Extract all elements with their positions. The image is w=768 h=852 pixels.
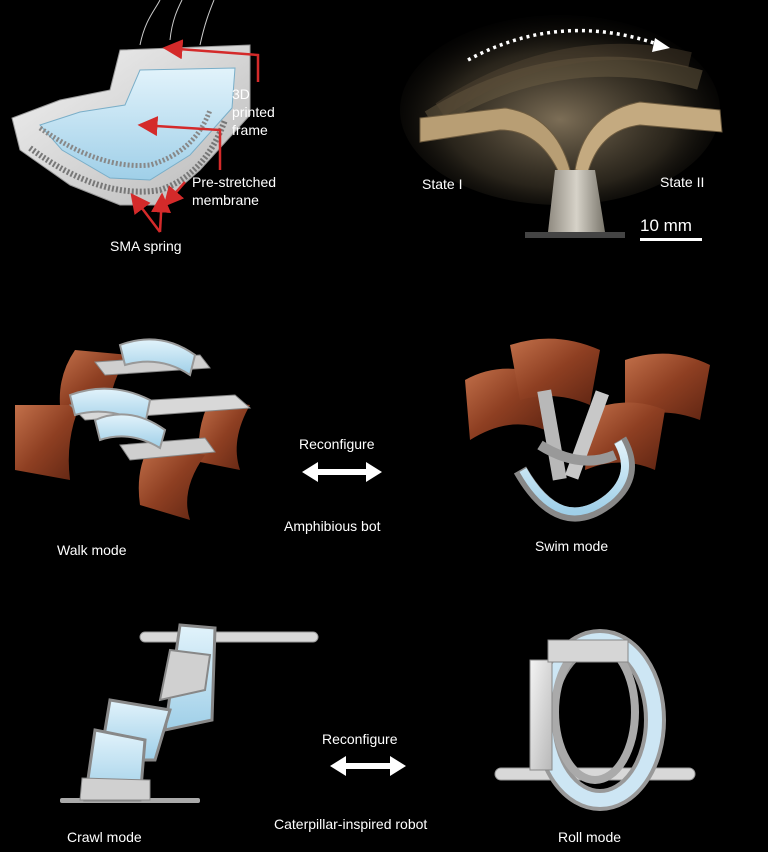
label-caterpillar-robot: Caterpillar-inspired robot	[274, 816, 428, 832]
label-frame-line2: printed	[232, 104, 275, 120]
scale-bar-label: 10 mm	[640, 216, 692, 235]
label-reconfigure-caterpillar: Reconfigure	[322, 731, 398, 747]
reconfigure-arrow-amphibious	[302, 462, 382, 482]
walk-mode-robot	[15, 338, 252, 520]
label-state-2: State II	[660, 174, 705, 190]
label-amphibious-bot: Amphibious bot	[284, 518, 381, 534]
label-frame-line1: 3D	[232, 86, 250, 102]
reconfigure-arrow-caterpillar	[330, 756, 406, 776]
roll-mode-robot	[494, 629, 696, 811]
label-crawl-mode: Crawl mode	[67, 829, 142, 845]
label-walk-mode: Walk mode	[57, 542, 127, 558]
label-membrane-line1: Pre-stretched	[192, 174, 277, 190]
actuator-photo	[400, 15, 750, 275]
label-sma-spring: SMA spring	[110, 238, 182, 254]
label-swim-mode: Swim mode	[535, 538, 609, 554]
crawl-mode-robot	[60, 623, 319, 803]
label-state-1: State I	[422, 176, 463, 192]
label-reconfigure-amphibious: Reconfigure	[299, 436, 375, 452]
label-frame-line3: frame	[232, 122, 268, 138]
label-roll-mode: Roll mode	[558, 829, 622, 845]
label-membrane-line2: membrane	[192, 192, 259, 208]
actuator-schematic	[11, 0, 260, 233]
swim-mode-robot	[465, 338, 710, 522]
